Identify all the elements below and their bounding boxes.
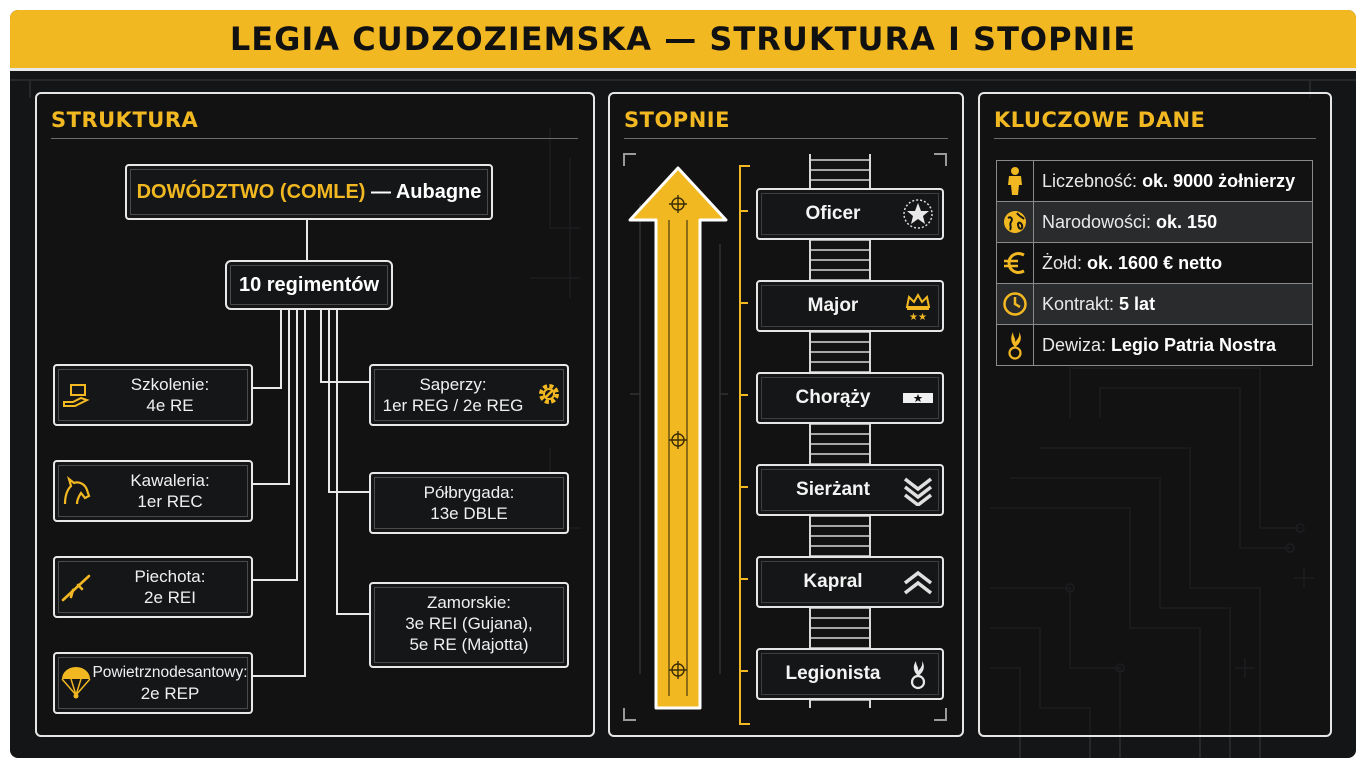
title-banner: LEGIA CUDZOZIEMSKA — STRUKTURA I STOPNIE: [10, 10, 1356, 71]
clock-icon: [1003, 292, 1027, 316]
structure-heading: STRUKTURA: [51, 108, 199, 132]
facts-heading: KLUCZOWE DANE: [994, 108, 1206, 132]
fact-nationalities-label: Narodowości:: [1042, 211, 1157, 232]
parachute-icon: [61, 667, 91, 699]
unit-overseas-code2: 5e RE (Majotta): [409, 635, 529, 654]
grenade-icon: [910, 661, 926, 690]
infographic: LEGIA CUDZOZIEMSKA — STRUKTURA I STOPNIE: [10, 10, 1356, 758]
fact-contract-label: Kontrakt:: [1042, 293, 1120, 314]
globe-icon: [1004, 211, 1026, 233]
rank-corporal: Kapral: [756, 556, 944, 608]
unit-training: Szkolenie: 4e RE: [53, 364, 253, 426]
facts-table: Liczebność: ok. 9000 żołnierzy Narodowoś…: [996, 160, 1313, 366]
unit-cavalry-name: Kawaleria:: [130, 471, 210, 490]
page-title: LEGIA CUDZOZIEMSKA — STRUKTURA I STOPNIE: [229, 20, 1137, 58]
crown-stars-icon: ★★: [905, 292, 931, 322]
ranks-divider: [624, 138, 948, 139]
horse-icon: [63, 475, 91, 505]
facts-divider: [994, 138, 1316, 139]
unit-cavalry: Kawaleria: 1er REC: [53, 460, 253, 522]
triple-chevron-icon: [903, 477, 933, 506]
unit-halfbrigade-name: Półbrygada:: [423, 483, 515, 502]
unit-training-name: Szkolenie:: [130, 375, 210, 394]
fact-strength-label: Liczebność:: [1042, 170, 1143, 191]
unit-airborne-name: Powietrznodesantowy:: [92, 664, 248, 681]
unit-engineers-code: 1er REG / 2e REG: [382, 396, 524, 415]
unit-infantry-code: 2e REI: [144, 588, 196, 607]
unit-overseas-code1: 3e REI (Gujana),: [405, 614, 533, 633]
rank-sergeant-label: Sierżant: [796, 479, 870, 500]
officer-star-icon: [903, 199, 933, 229]
euro-icon: [1004, 252, 1025, 274]
command-name: DOWÓDZTWO (COMLE): [136, 181, 366, 203]
rifle-icon: [61, 574, 91, 602]
soldier-icon: [1008, 167, 1022, 195]
gear-icon: [539, 384, 559, 404]
unit-airborne-code: 2e REP: [140, 684, 200, 703]
fact-contract-value: 5 lat: [1119, 293, 1156, 314]
rank-legionnaire-label: Legionista: [785, 663, 881, 684]
rank-warrant-label: Chorąży: [795, 387, 871, 408]
fact-row-pay: Żołd: ok. 1600 € netto: [996, 242, 1313, 284]
command-box: DOWÓDZTWO (COMLE) — Aubagne: [125, 164, 493, 220]
rank-warrant: Chorąży: [756, 372, 944, 424]
fact-row-strength: Liczebność: ok. 9000 żołnierzy: [996, 160, 1313, 202]
rank-officer-label: Oficer: [805, 203, 861, 224]
unit-halfbrigade: Półbrygada: 13e DBLE: [369, 472, 569, 534]
rank-major: Major ★★: [756, 280, 944, 332]
fact-row-motto: Dewiza: Legio Patria Nostra: [996, 324, 1313, 366]
structure-panel: STRUKTURA DOWÓDZTWO (COMLE) — Aubagne 10…: [35, 92, 595, 737]
unit-infantry-name: Piechota:: [134, 567, 206, 586]
command-location: — Aubagne: [365, 181, 482, 203]
fact-motto-label: Dewiza:: [1042, 334, 1112, 355]
unit-overseas: Zamorskie: 3e REI (Gujana), 5e RE (Majot…: [369, 582, 569, 668]
rank-corporal-label: Kapral: [803, 571, 863, 592]
rank-sergeant: Sierżant: [756, 464, 944, 516]
unit-engineers-name: Saperzy:: [419, 375, 487, 394]
unit-airborne: Powietrznodesantowy: 2e REP: [53, 652, 253, 714]
fact-row-contract: Kontrakt: 5 lat: [996, 283, 1313, 325]
fact-pay-label: Żołd:: [1042, 252, 1088, 273]
unit-overseas-name: Zamorskie:: [426, 593, 512, 612]
structure-divider: [51, 138, 578, 139]
regiments-label: 10 regimentów: [238, 274, 380, 296]
rank-major-label: Major: [807, 295, 859, 316]
fact-row-nationalities: Narodowości: ok. 150: [996, 201, 1313, 243]
grenade-icon: [1008, 332, 1022, 360]
training-icon: [63, 384, 90, 407]
fact-pay-value: ok. 1600 € netto: [1087, 252, 1223, 273]
unit-halfbrigade-code: 13e DBLE: [430, 504, 508, 523]
unit-engineers: Saperzy: 1er REG / 2e REG: [369, 364, 569, 426]
rank-legionnaire: Legionista: [756, 648, 944, 700]
rank-officer: Oficer: [756, 188, 944, 240]
fact-motto-value: Legio Patria Nostra: [1111, 334, 1277, 355]
svg-text:★★: ★★: [909, 312, 927, 322]
regiments-box: 10 regimentów: [225, 260, 393, 310]
star-bar-icon: [903, 393, 933, 403]
unit-infantry: Piechota: 2e REI: [53, 556, 253, 618]
ranks-panel: STOPNIE: [608, 92, 964, 737]
double-chevron-icon: [903, 570, 933, 595]
ranks-heading: STOPNIE: [624, 108, 730, 132]
unit-cavalry-code: 1er REC: [137, 492, 203, 511]
facts-panel: KLUCZOWE DANE Liczebność: ok. 9000 żołni…: [978, 92, 1332, 737]
fact-nationalities-value: ok. 150: [1156, 211, 1218, 232]
unit-training-code: 4e RE: [146, 396, 194, 415]
org-connectors: [249, 218, 371, 677]
fact-strength-value: ok. 9000 żołnierzy: [1142, 170, 1296, 191]
